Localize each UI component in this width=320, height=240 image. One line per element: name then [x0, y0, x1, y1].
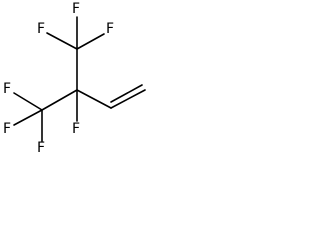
- atom-f-upper-left: F: [37, 21, 45, 37]
- bond-c2-c4: [76, 89, 112, 109]
- bonds: [13, 16, 146, 142]
- bond-c2-c3: [41, 89, 78, 111]
- atom-f-left-middle: F: [3, 121, 11, 137]
- bond-c4-c5-outer: [110, 89, 146, 109]
- bond-c3-f-left-middle: [13, 109, 43, 126]
- atom-f-left-bottom: F: [37, 140, 45, 156]
- atom-f-top: F: [72, 1, 80, 17]
- atom-f-upper-right: F: [106, 21, 114, 37]
- bond-c4-c5-inner: [110, 84, 143, 103]
- structural-formula: F F F F F F F: [3, 1, 146, 156]
- bond-c3-f-left-top: [13, 92, 43, 111]
- atom-f-left-top: F: [3, 81, 11, 97]
- atom-labels: F F F F F F F: [3, 1, 114, 156]
- atom-f-center: F: [72, 121, 80, 137]
- bond-c1-f-upper-right: [76, 33, 105, 50]
- bond-c1-f-upper-left: [46, 32, 78, 50]
